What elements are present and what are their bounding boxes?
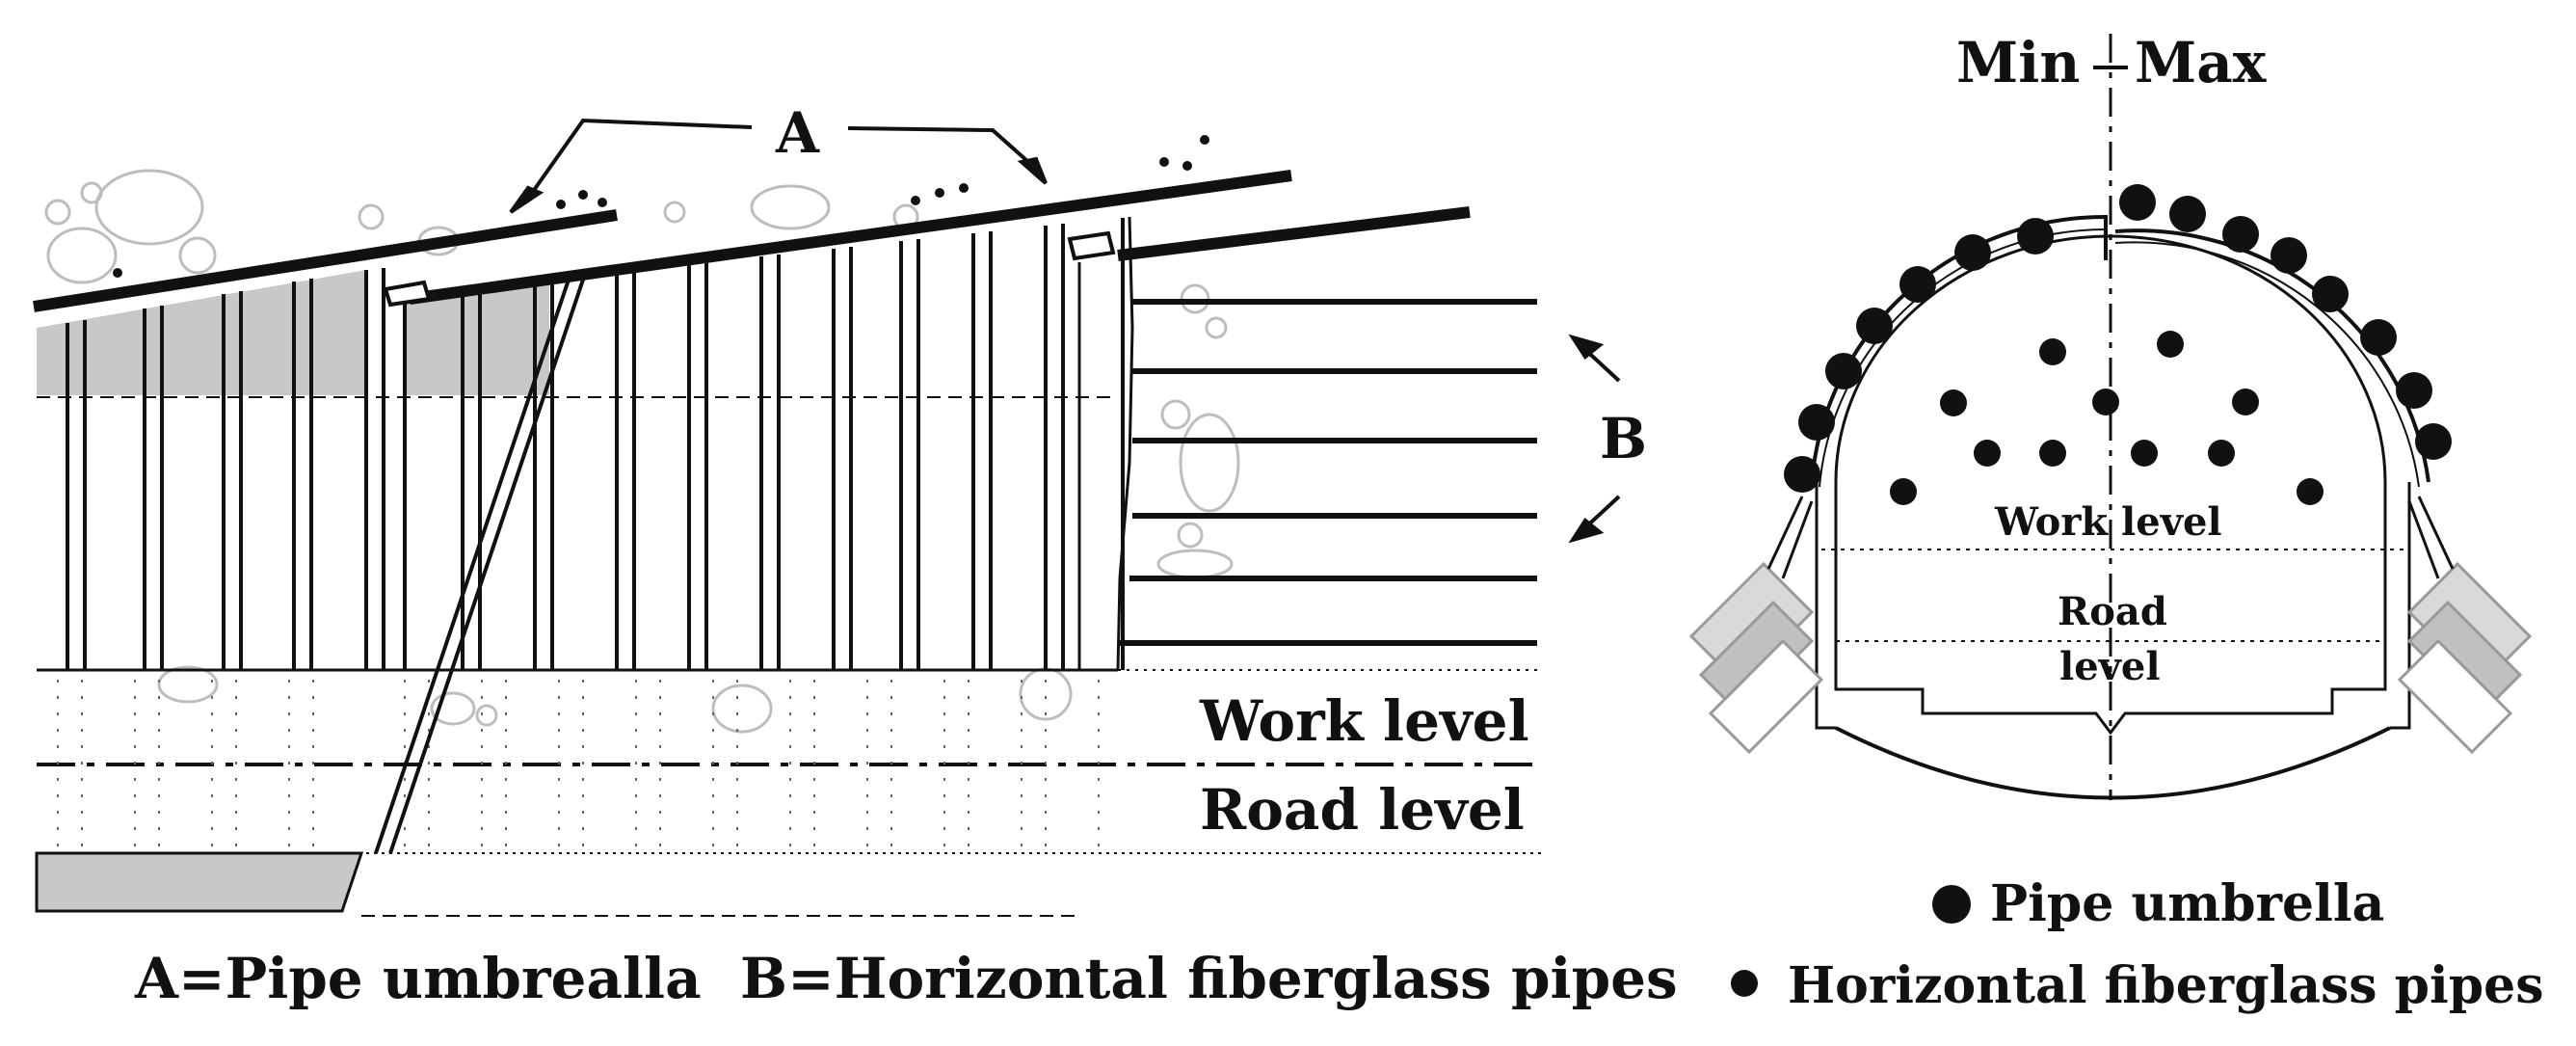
inclined-strut <box>374 279 585 854</box>
umbrella-pipe-3 <box>1117 206 1471 261</box>
right-road-level-label-line1: Road <box>2058 589 2167 634</box>
pipe-umbrellas <box>33 170 1471 312</box>
left-road-level-label: Road level <box>1200 777 1525 843</box>
legend-small-dot-icon <box>1731 970 1758 997</box>
invert-arch <box>1835 726 2391 800</box>
legend-large-dot-icon <box>1932 885 1971 924</box>
outer-profile-second <box>1819 228 2420 488</box>
label-a: A <box>775 100 820 166</box>
outer-profile <box>1810 214 2430 483</box>
max-label: Max <box>2135 30 2267 95</box>
side-supports <box>1688 496 2533 755</box>
arrow-a-left <box>523 118 753 204</box>
side-walls <box>1815 482 2411 730</box>
reference-lines <box>37 396 1542 917</box>
legend: Pipe umbrella Horizontal fiberglass pipe… <box>1731 874 2544 1015</box>
fiberglass-pipes <box>1118 299 1537 646</box>
rock-dots <box>113 135 1209 278</box>
umbrella-pipe-1 <box>33 209 618 312</box>
min-label: Min <box>1956 30 2080 95</box>
arrow-a-right-head <box>1017 156 1048 185</box>
pipe-umbrella-dots <box>1784 184 2452 493</box>
umbrella-pipe-2 <box>409 170 1292 305</box>
umbrella-joint-1 <box>383 280 432 308</box>
left-work-level-label: Work level <box>1199 688 1529 754</box>
fiberglass-pipe-dots <box>1890 331 2324 505</box>
arrow-a-right <box>847 126 1038 171</box>
arrow-a-left-head <box>509 185 544 214</box>
left-caption: A=Pipe umbrealla B=Horizontal fiberglass… <box>134 946 1678 1011</box>
right-work-level-label: Work level <box>1994 499 2222 545</box>
longitudinal-section: A B Work level Road level A=Pipe umbreal… <box>33 100 1678 1011</box>
excavation-face <box>1116 216 1134 671</box>
label-b-arrows <box>1568 334 1621 544</box>
gray-infill <box>35 270 549 913</box>
legend-pipe-umbrella-label: Pipe umbrella <box>1990 874 2384 933</box>
label-a-arrows <box>509 118 1048 214</box>
section-level-lines <box>1821 549 2404 642</box>
inner-lining <box>1834 234 2387 736</box>
tunnel-cross-section: Min Max Work level Road level Pipe umbre… <box>1688 30 2544 1015</box>
right-road-level-label-line2: level <box>2059 644 2161 689</box>
legend-fiberglass-label: Horizontal fiberglass pipes <box>1788 956 2544 1015</box>
umbrella-joint-2 <box>1067 230 1116 261</box>
label-b: B <box>1600 406 1647 471</box>
dotted-ground <box>57 680 1100 848</box>
support-ribs <box>66 218 1125 670</box>
